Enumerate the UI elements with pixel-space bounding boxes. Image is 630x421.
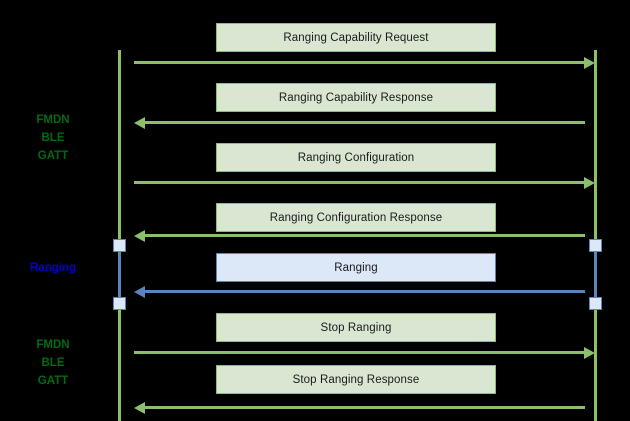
message-label: Ranging Capability Request (283, 31, 429, 44)
phase-label-line: BLE (41, 132, 65, 144)
message-box-stop-ranging-response: Stop Ranging Response (216, 365, 496, 394)
message-box-ranging-capability-response: Ranging Capability Response (216, 83, 496, 112)
message-label: Stop Ranging (320, 321, 392, 334)
arrowhead-right-icon (584, 346, 595, 359)
message-arrow-ranging-configuration (134, 176, 595, 189)
message-label: Ranging (334, 261, 378, 274)
left-lifeline (118, 50, 121, 421)
right-activation-end-box (589, 297, 602, 310)
message-arrow-ranging (134, 285, 585, 298)
right-lifeline (594, 50, 597, 421)
phase-label-fmdn-ble-gatt-bottom: FMDN BLE GATT (22, 336, 84, 390)
message-label: Stop Ranging Response (292, 373, 420, 386)
message-box-ranging: Ranging (216, 253, 496, 282)
phase-label-line: BLE (41, 357, 65, 369)
left-activation-bar (118, 244, 121, 306)
message-label: Ranging Capability Response (278, 91, 434, 104)
message-arrow-ranging-capability-response (134, 116, 585, 129)
phase-label-line: FMDN (36, 114, 70, 126)
phase-label-line: FMDN (36, 339, 70, 351)
phase-label-ranging: Ranging (22, 259, 84, 277)
phase-label-line: GATT (37, 375, 69, 387)
phase-label-line: GATT (37, 150, 69, 162)
message-box-stop-ranging: Stop Ranging (216, 313, 496, 342)
arrowhead-right-icon (584, 56, 595, 69)
message-box-ranging-capability-request: Ranging Capability Request (216, 23, 496, 52)
arrowhead-right-icon (584, 176, 595, 189)
arrowhead-left-icon (134, 401, 145, 414)
arrowhead-left-icon (134, 229, 145, 242)
message-label: Ranging Configuration Response (269, 211, 443, 224)
left-activation-end-box (113, 297, 126, 310)
right-activation-start-box (589, 239, 602, 252)
left-activation-start-box (113, 239, 126, 252)
message-arrow-ranging-configuration-response (134, 229, 585, 242)
arrowhead-left-icon (134, 285, 145, 298)
message-box-ranging-configuration-response: Ranging Configuration Response (216, 203, 496, 232)
message-box-ranging-configuration: Ranging Configuration (216, 143, 496, 172)
message-arrow-ranging-capability-request (134, 56, 595, 69)
phase-label-fmdn-ble-gatt-top: FMDN BLE GATT (22, 111, 84, 165)
message-arrow-stop-ranging (134, 346, 595, 359)
message-arrow-stop-ranging-response (134, 401, 585, 414)
message-label: Ranging Configuration (297, 151, 415, 164)
right-activation-bar (594, 244, 597, 306)
phase-label-line: Ranging (30, 262, 76, 274)
arrowhead-left-icon (134, 116, 145, 129)
